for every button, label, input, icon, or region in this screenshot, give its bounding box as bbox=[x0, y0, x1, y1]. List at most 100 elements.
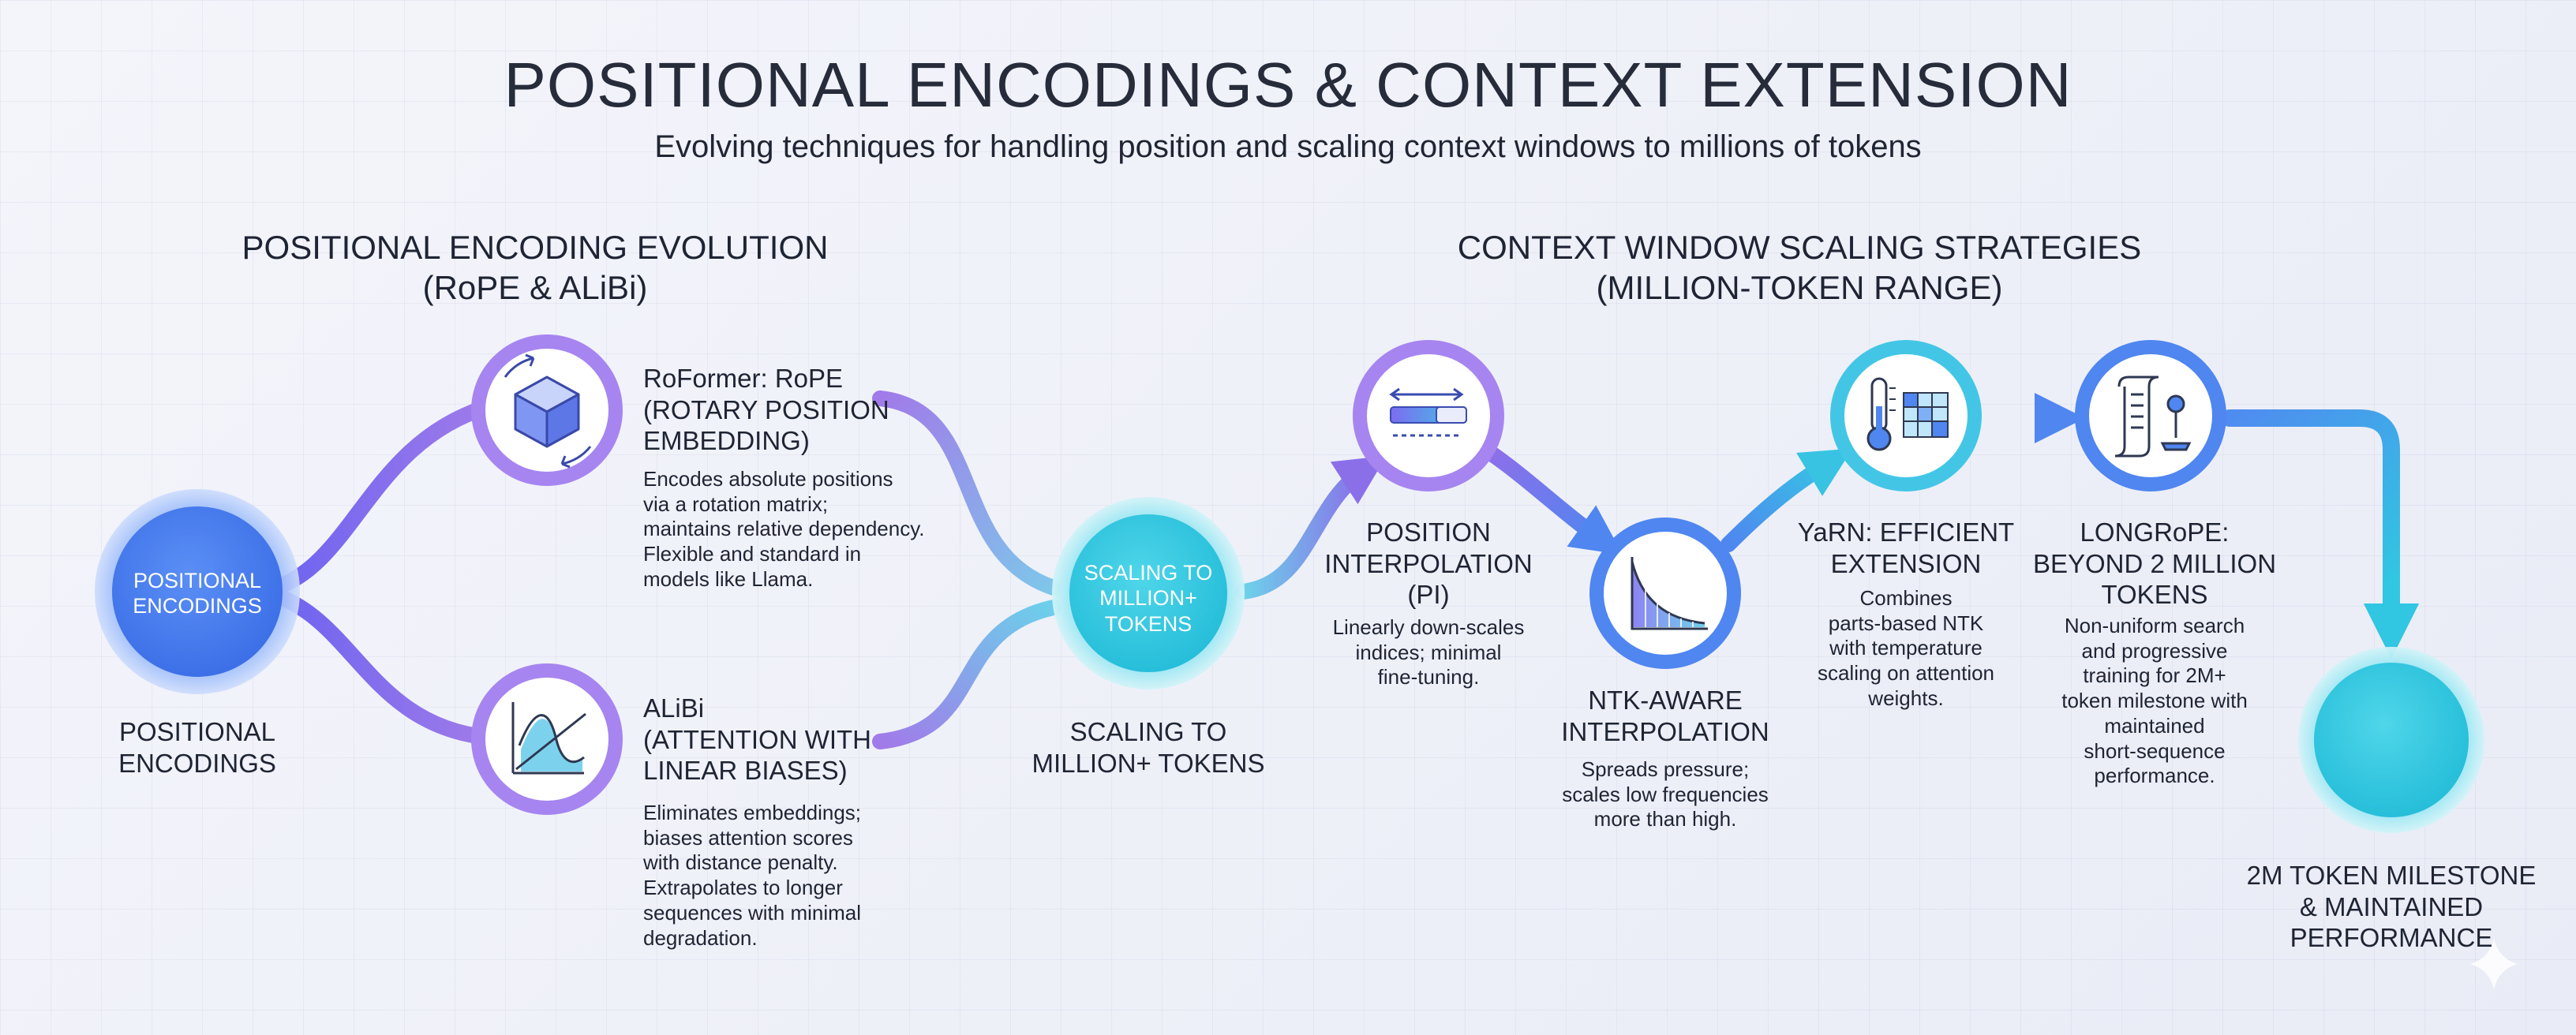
connector-scaling-to-pi bbox=[1235, 455, 1387, 600]
connectors bbox=[268, 390, 2420, 749]
connector-pe-to-alibi bbox=[268, 588, 497, 745]
desc-line: and progressive bbox=[2081, 638, 2228, 663]
rope-description: Encodes absolute positions via a rotatio… bbox=[643, 467, 943, 592]
page-subtitle: Evolving techniques for handling positio… bbox=[654, 129, 1922, 164]
connector-longrope-to-milestone bbox=[2221, 409, 2420, 659]
label-line: PERFORMANCE bbox=[2290, 923, 2493, 953]
desc-line: via a rotation matrix; bbox=[643, 491, 829, 516]
positional-encodings-node bbox=[95, 489, 300, 694]
section-title-left-line: (RoPE & ALiBi) bbox=[422, 269, 648, 307]
milestone-node bbox=[2298, 647, 2484, 833]
circle-text-line: POSITIONAL bbox=[133, 569, 262, 592]
connector-alibi-to-scaling bbox=[872, 600, 1061, 749]
desc-line: scaling on attention bbox=[1817, 661, 1995, 686]
scaling-circle-text: SCALING TO MILLION+ TOKENS bbox=[1069, 560, 1227, 637]
scaling-label: SCALING TO MILLION+ TOKENS bbox=[1018, 716, 1279, 779]
title-line: EMBEDDING) bbox=[643, 426, 810, 456]
positional-encodings-label: POSITIONAL ENCODINGS bbox=[79, 716, 316, 779]
title-line: (ATTENTION WITH bbox=[643, 724, 872, 754]
positional-encodings-circle-text: POSITIONAL ENCODINGS bbox=[118, 568, 276, 619]
section-title-right-line: CONTEXT WINDOW SCALING STRATEGIES bbox=[1457, 229, 2142, 266]
desc-line: Extrapolates to longer bbox=[643, 876, 843, 900]
yarn-title: YaRN: EFFICIENT EXTENSION bbox=[1780, 517, 2032, 579]
scaling-node bbox=[1052, 497, 1245, 689]
title-line: (ROTARY POSITION bbox=[643, 394, 889, 424]
title-line: LONGRoPE: bbox=[2080, 518, 2230, 547]
label-line: SCALING TO bbox=[1069, 717, 1227, 746]
connector-ntk-to-yarn bbox=[1720, 448, 1853, 552]
desc-line: maintained bbox=[2104, 713, 2205, 738]
section-title-right: CONTEXT WINDOW SCALING STRATEGIES (MILLI… bbox=[1405, 227, 2194, 308]
longrope-title: LONGRoPE: BEYOND 2 MILLION TOKENS bbox=[2024, 517, 2285, 611]
title-line: NTK-AWARE bbox=[1588, 686, 1743, 715]
label-line: 2M TOKEN MILESTONE bbox=[2246, 861, 2537, 890]
pi-title: POSITION INTERPOLATION (PI) bbox=[1302, 517, 1555, 611]
desc-line: with distance penalty. bbox=[643, 850, 838, 875]
thermometer-grid-icon bbox=[1866, 377, 1949, 451]
page-title: POSITIONAL ENCODINGS & CONTEXT EXTENSION bbox=[504, 50, 2072, 120]
longrope-description: Non-uniform search and progressive train… bbox=[2024, 614, 2285, 789]
label-line: MILLION+ TOKENS bbox=[1032, 748, 1265, 778]
title-line: RoFormer: RoPE bbox=[643, 364, 844, 393]
title-line: POSITION bbox=[1366, 518, 1491, 547]
desc-line: Flexible and standard in bbox=[643, 542, 862, 566]
title-line: TOKENS bbox=[2101, 580, 2208, 610]
title-line: BEYOND 2 MILLION bbox=[2032, 548, 2277, 578]
desc-line: scales low frequencies bbox=[1562, 782, 1769, 806]
desc-line: indices; minimal bbox=[1355, 640, 1502, 664]
alibi-title: ALiBi (ATTENTION WITH LINEAR BIASES) bbox=[643, 693, 927, 787]
title-line: ALiBi bbox=[643, 693, 705, 723]
interpolation-bar-icon bbox=[1389, 387, 1467, 437]
section-title-right-line: (MILLION-TOKEN RANGE) bbox=[1596, 269, 2003, 307]
desc-line: Combines bbox=[1859, 586, 1953, 610]
label-line: ENCODINGS bbox=[118, 748, 276, 778]
connector-pe-to-rope bbox=[268, 398, 497, 596]
desc-line: parts-based NTK bbox=[1828, 611, 1984, 635]
title-line: INTERPOLATION bbox=[1324, 548, 1533, 578]
ntk-title: NTK-AWARE INTERPOLATION bbox=[1535, 685, 1795, 747]
desc-line: fine-tuning. bbox=[1377, 665, 1480, 689]
title-line: INTERPOLATION bbox=[1561, 716, 1769, 746]
desc-line: Eliminates embeddings; bbox=[643, 801, 862, 824]
rope-title: RoFormer: RoPE (ROTARY POSITION EMBEDDIN… bbox=[643, 363, 927, 457]
desc-line: performance. bbox=[2094, 764, 2215, 788]
alibi-description: Eliminates embeddings; biases attention … bbox=[643, 801, 927, 951]
longrope-node bbox=[2075, 340, 2226, 491]
connector-pi-to-ntk bbox=[1484, 446, 1623, 555]
desc-line: with temperature bbox=[1829, 636, 1983, 660]
desc-line: models like Llama. bbox=[643, 566, 814, 591]
desc-line: Non-uniform search bbox=[2064, 614, 2245, 637]
desc-line: sequences with minimal bbox=[643, 900, 862, 925]
desc-line: degradation. bbox=[643, 925, 758, 950]
desc-line: short-sequence bbox=[2084, 738, 2226, 763]
scroll-pin-icon bbox=[2114, 376, 2192, 458]
desc-line: Encodes absolute positions bbox=[643, 467, 893, 491]
title-line: LINEAR BIASES) bbox=[643, 756, 848, 786]
circle-text-line: TOKENS bbox=[1104, 611, 1193, 636]
label-line: & MAINTAINED bbox=[2299, 891, 2484, 921]
sparkle-icon bbox=[2470, 939, 2518, 989]
desc-line: weights. bbox=[1868, 686, 1944, 710]
desc-line: Spreads pressure; bbox=[1581, 757, 1750, 781]
ntk-node bbox=[1589, 518, 1741, 669]
linear-bias-chart-icon bbox=[511, 702, 586, 775]
desc-line: more than high. bbox=[1593, 807, 1737, 831]
desc-line: maintains relative dependency. bbox=[643, 517, 925, 541]
title-line: (PI) bbox=[1407, 580, 1450, 610]
section-title-left: POSITIONAL ENCODING EVOLUTION (RoPE & AL… bbox=[219, 227, 851, 308]
title-line: YaRN: EFFICIENT bbox=[1797, 518, 2015, 547]
section-title-left-line: POSITIONAL ENCODING EVOLUTION bbox=[242, 229, 829, 266]
circle-text-line: ENCODINGS bbox=[133, 594, 262, 618]
title-line: EXTENSION bbox=[1830, 548, 1982, 578]
cube-rotation-icon bbox=[504, 353, 592, 469]
frequency-curve-icon bbox=[1631, 557, 1708, 630]
desc-line: training for 2M+ bbox=[2083, 663, 2226, 688]
desc-line: token milestone with bbox=[2061, 689, 2248, 713]
desc-line: biases attention scores bbox=[643, 825, 853, 850]
milestone-label: 2M TOKEN MILESTONE & MAINTAINED PERFORMA… bbox=[2233, 860, 2549, 954]
connector-rope-to-scaling bbox=[872, 390, 1061, 596]
yarn-description: Combines parts-based NTK with temperatur… bbox=[1780, 586, 2032, 712]
circle-text-line: MILLION+ bbox=[1099, 586, 1197, 611]
